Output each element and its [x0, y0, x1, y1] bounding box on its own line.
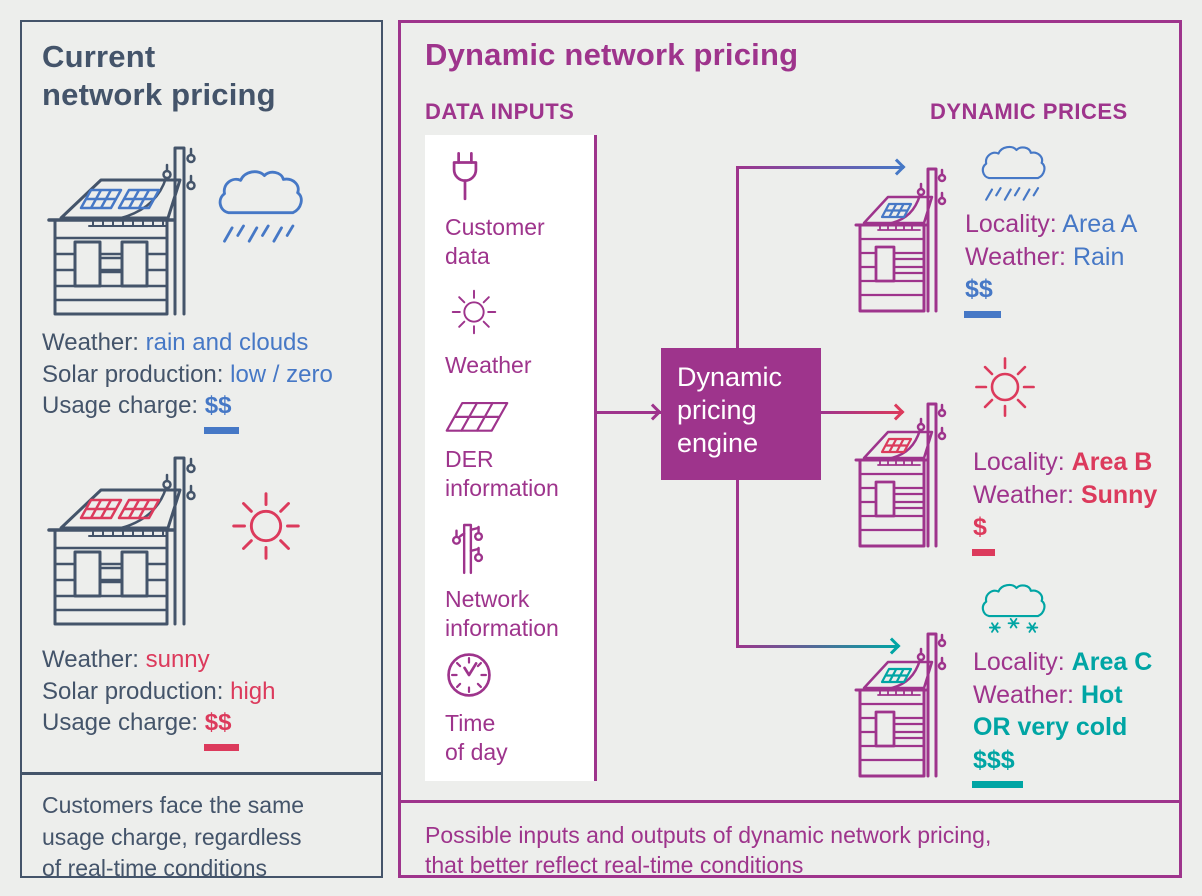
weather-row: Weather: Rain: [965, 242, 1125, 271]
rain-cloud-icon: [218, 170, 303, 243]
divider: [401, 800, 1179, 803]
weather-row: Weather: rain and clouds: [42, 329, 309, 356]
sun-icon: [975, 357, 1035, 417]
sun-icon: [232, 492, 300, 560]
price-badge: $: [972, 511, 995, 555]
connector-to-area-a: [736, 166, 904, 169]
locality-row: Locality: Area B: [973, 448, 1153, 476]
rain-cloud-icon: [981, 145, 1046, 201]
locality-row: Locality: Area A: [965, 210, 1138, 238]
input-weather: Weather: [445, 283, 579, 380]
sun-icon: [451, 289, 497, 335]
weather-row: Weather: Hot OR very cold: [973, 680, 1128, 742]
weather-row: Weather: Sunny: [973, 480, 1158, 509]
connector-engine-up: [736, 166, 739, 350]
divider: [22, 772, 381, 775]
weather-row: Weather: sunny: [42, 646, 210, 673]
house-with-solar-panels-icon: [854, 402, 947, 548]
solar-row: Solar production: low / zero: [42, 360, 333, 388]
price-row: $: [972, 511, 1157, 555]
connector-to-area-c: [736, 645, 899, 648]
solar-panel-icon: [445, 401, 509, 432]
output-area-c: Locality: Area C Weather: Hot OR very co…: [972, 646, 1153, 788]
input-customer-data: Customer data: [445, 151, 579, 271]
price-row: $$$: [972, 744, 1152, 788]
clock-icon: [447, 653, 491, 697]
price-row: $$: [964, 273, 1137, 317]
input-der-information: DER information: [445, 397, 579, 503]
price-badge: $$: [964, 273, 1001, 317]
arrowhead-right-icon: [644, 403, 662, 421]
snow-cloud-icon: [981, 583, 1046, 633]
input-network-information: Network information: [445, 521, 579, 643]
dynamic-pricing-engine-box: Dynamic pricing engine: [661, 348, 821, 480]
input-time-of-day: Time of day: [445, 651, 579, 767]
current-pricing-panel: Current network pricing Weather: rain an…: [20, 20, 383, 881]
left-panel-caption: Customers face the same usage charge, re…: [42, 792, 305, 882]
scenario-sunny-text: Weather: sunny Solar production: high Us…: [42, 644, 276, 751]
house-with-solar-panels-icon: [47, 146, 197, 316]
connector-to-area-b: [821, 411, 903, 414]
house-with-solar-panels-icon: [47, 456, 197, 626]
data-inputs-column: Customer data Weather DER information Ne…: [425, 135, 597, 781]
usage-row: Usage charge: $$: [42, 390, 333, 434]
price-badge: $$: [203, 390, 240, 434]
plug-icon: [452, 151, 478, 201]
right-panel-caption: Possible inputs and outputs of dynamic n…: [425, 822, 992, 879]
data-inputs-header: DATA INPUTS: [425, 99, 575, 124]
connector-engine-down: [736, 480, 739, 648]
price-badge: $$: [203, 707, 240, 751]
house-with-solar-panels-icon: [854, 167, 947, 313]
left-panel-title: Current network pricing: [42, 39, 276, 112]
usage-row: Usage charge: $$: [42, 707, 276, 751]
output-area-a: Locality: Area A Weather: Rain $$: [964, 208, 1138, 317]
price-badge: $$$: [972, 744, 1023, 788]
connector-inputs-to-engine: [597, 411, 661, 414]
output-area-b: Locality: Area B Weather: Sunny $: [972, 446, 1158, 555]
dynamic-prices-header: DYNAMIC PRICES: [930, 99, 1128, 124]
house-with-solar-panels-icon: [854, 632, 947, 778]
locality-row: Locality: Area C: [973, 648, 1153, 676]
right-panel-title: Dynamic network pricing: [425, 37, 799, 72]
scenario-rain-text: Weather: rain and clouds Solar productio…: [42, 327, 333, 434]
power-pole-icon: [451, 523, 484, 575]
dynamic-pricing-panel: Dynamic network pricing DATA INPUTS DYNA…: [398, 20, 1182, 878]
solar-row: Solar production: high: [42, 677, 276, 705]
